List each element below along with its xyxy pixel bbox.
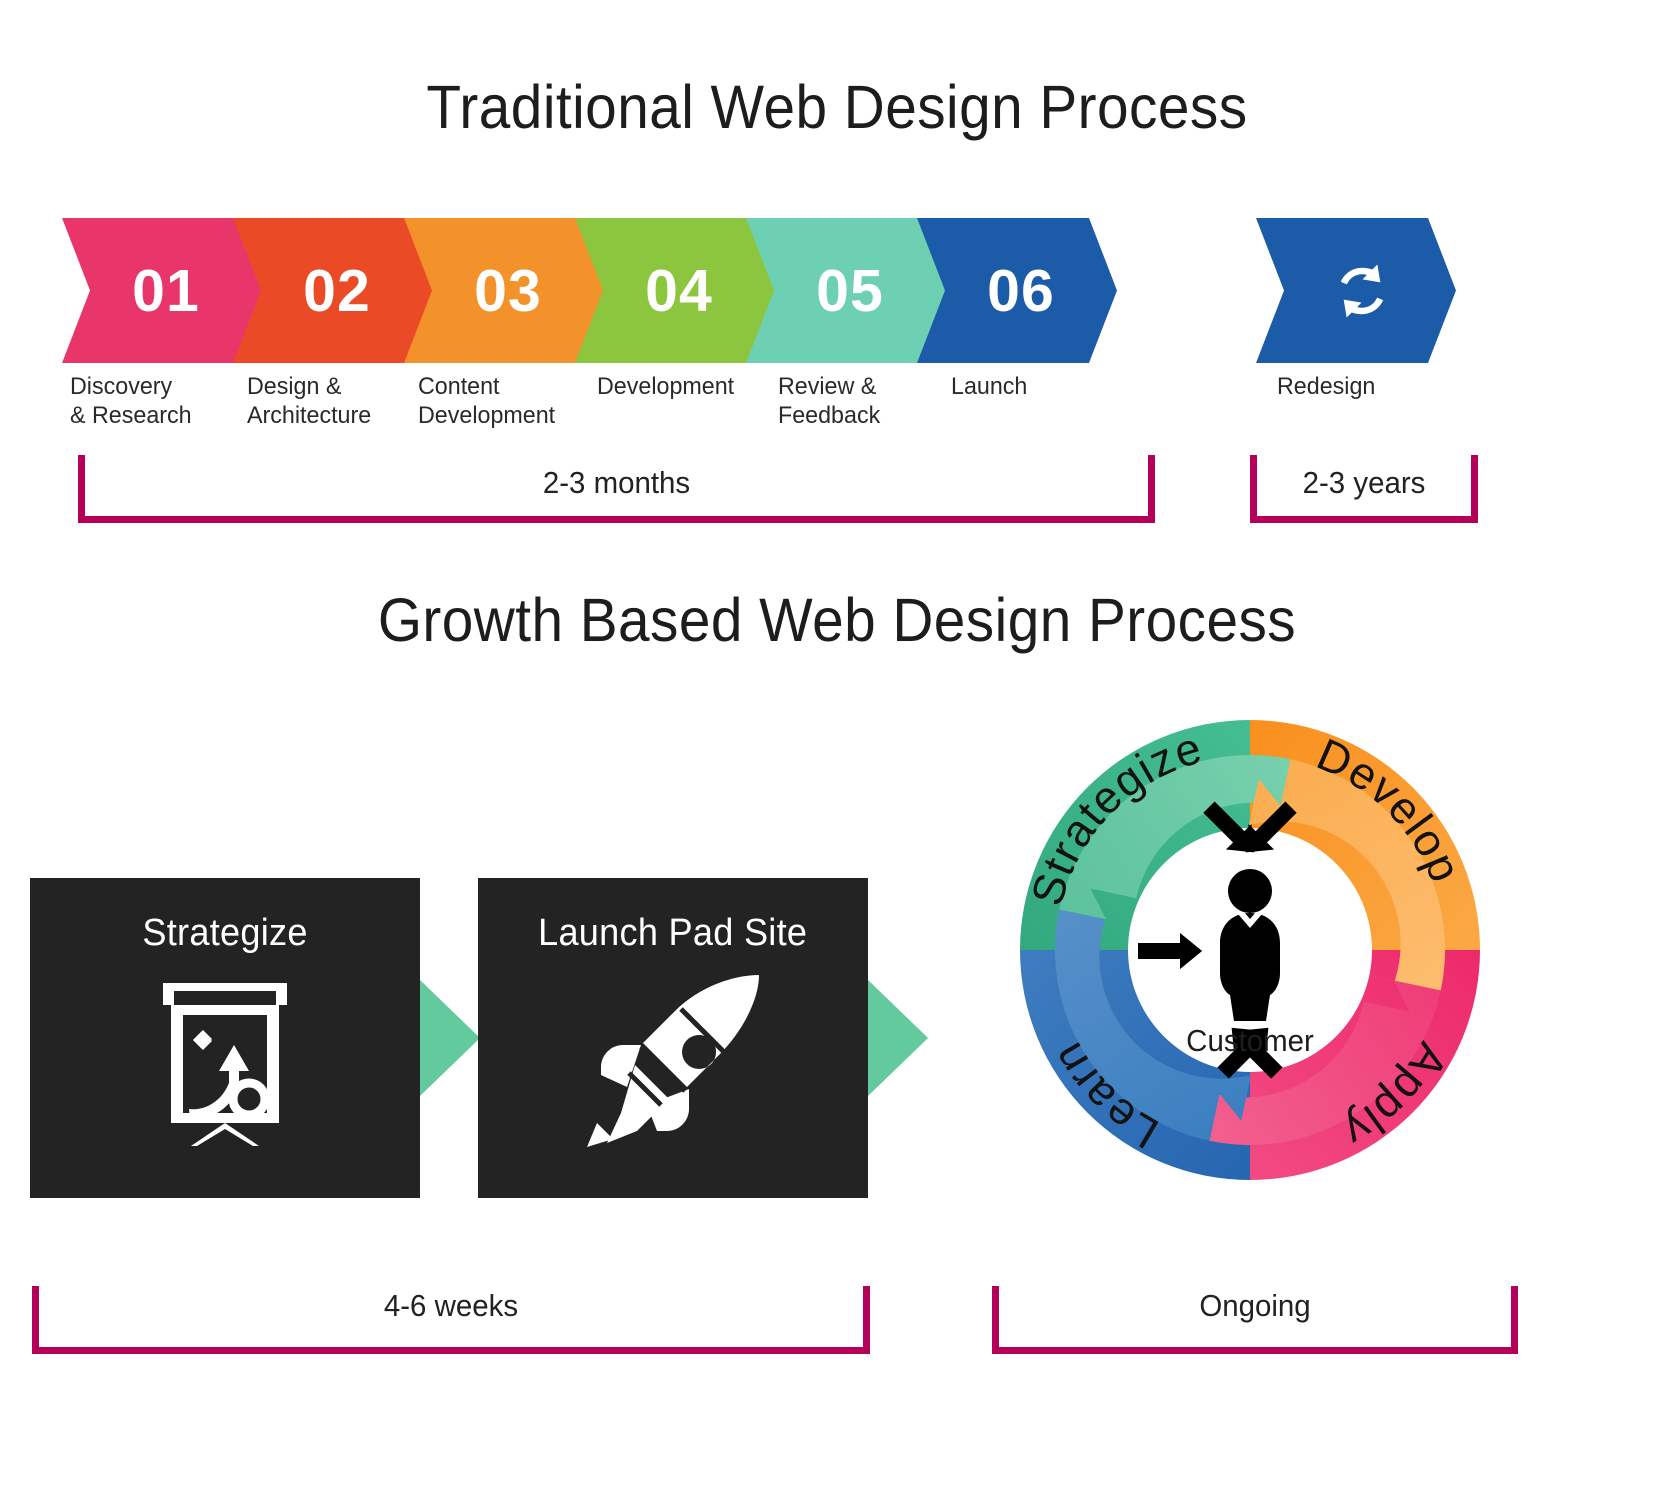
chevron-step-01[interactable]: 01 [62, 218, 262, 363]
chevron-step-02[interactable]: 02 [233, 218, 433, 363]
chevron-redesign[interactable] [1256, 218, 1456, 363]
bracket-growth-cards-duration [32, 1286, 870, 1354]
chevron-step-04[interactable]: 04 [575, 218, 775, 363]
chevron-step-06-number: 06 [987, 257, 1055, 324]
bracket-growth-cycle-duration-label: Ongoing [1199, 1288, 1311, 1323]
step-label-redesign: Redesign [1277, 373, 1376, 400]
card-strategize-title: Strategize [142, 912, 308, 954]
growth-cycle-donut: Strategize Develop Apply Learn [985, 685, 1515, 1215]
chevron-step-05[interactable]: 05 [746, 218, 946, 363]
card-strategize[interactable]: Strategize [30, 878, 420, 1198]
chevron-step-03-number: 03 [474, 257, 542, 324]
card-launch-pad-site[interactable]: Launch Pad Site [478, 878, 868, 1198]
chevron-step-02-number: 02 [303, 257, 371, 324]
strategy-board-icon [145, 979, 305, 1152]
step-label-02: Design & Architecture [247, 373, 372, 429]
card-launch-pad-site-title: Launch Pad Site [538, 912, 808, 954]
traditional-section-title: Traditional Web Design Process [426, 73, 1248, 141]
refresh-cycle-icon [1329, 258, 1395, 324]
donut-inner-ring [1055, 755, 1445, 1145]
customer-inward-arrows-icon [1138, 801, 1297, 1079]
bracket-growth-cards-duration-label: 4-6 weeks [383, 1288, 519, 1323]
step-label-06: Launch [951, 373, 1028, 400]
bracket-traditional-duration [78, 455, 1155, 523]
chevron-step-04-number: 04 [645, 257, 713, 324]
chevron-step-03[interactable]: 03 [404, 218, 604, 363]
traditional-step-chevrons: 01 02 03 04 05 06 [0, 218, 1674, 368]
donut-center-label: Customer [1186, 1023, 1314, 1058]
step-label-05: Review & Feedback [778, 373, 881, 429]
step-label-01: Discovery & Research [70, 373, 192, 429]
arrow-right-icon-2 [868, 980, 928, 1096]
bracket-redesign-duration-label: 2-3 years [1302, 465, 1426, 500]
arrow-right-icon-1 [420, 980, 480, 1096]
chevron-step-05-number: 05 [816, 257, 884, 324]
growth-section-title: Growth Based Web Design Process [377, 586, 1297, 654]
bracket-redesign-duration [1250, 455, 1478, 523]
step-label-03: Content Development [418, 373, 556, 429]
bracket-growth-cycle-duration [992, 1286, 1518, 1354]
chevron-step-06[interactable]: 06 [917, 218, 1117, 363]
rocket-icon [583, 973, 763, 1156]
step-label-04: Development [597, 373, 735, 400]
chevron-step-01-number: 01 [132, 257, 200, 324]
bracket-traditional-duration-label: 2-3 months [542, 465, 691, 500]
